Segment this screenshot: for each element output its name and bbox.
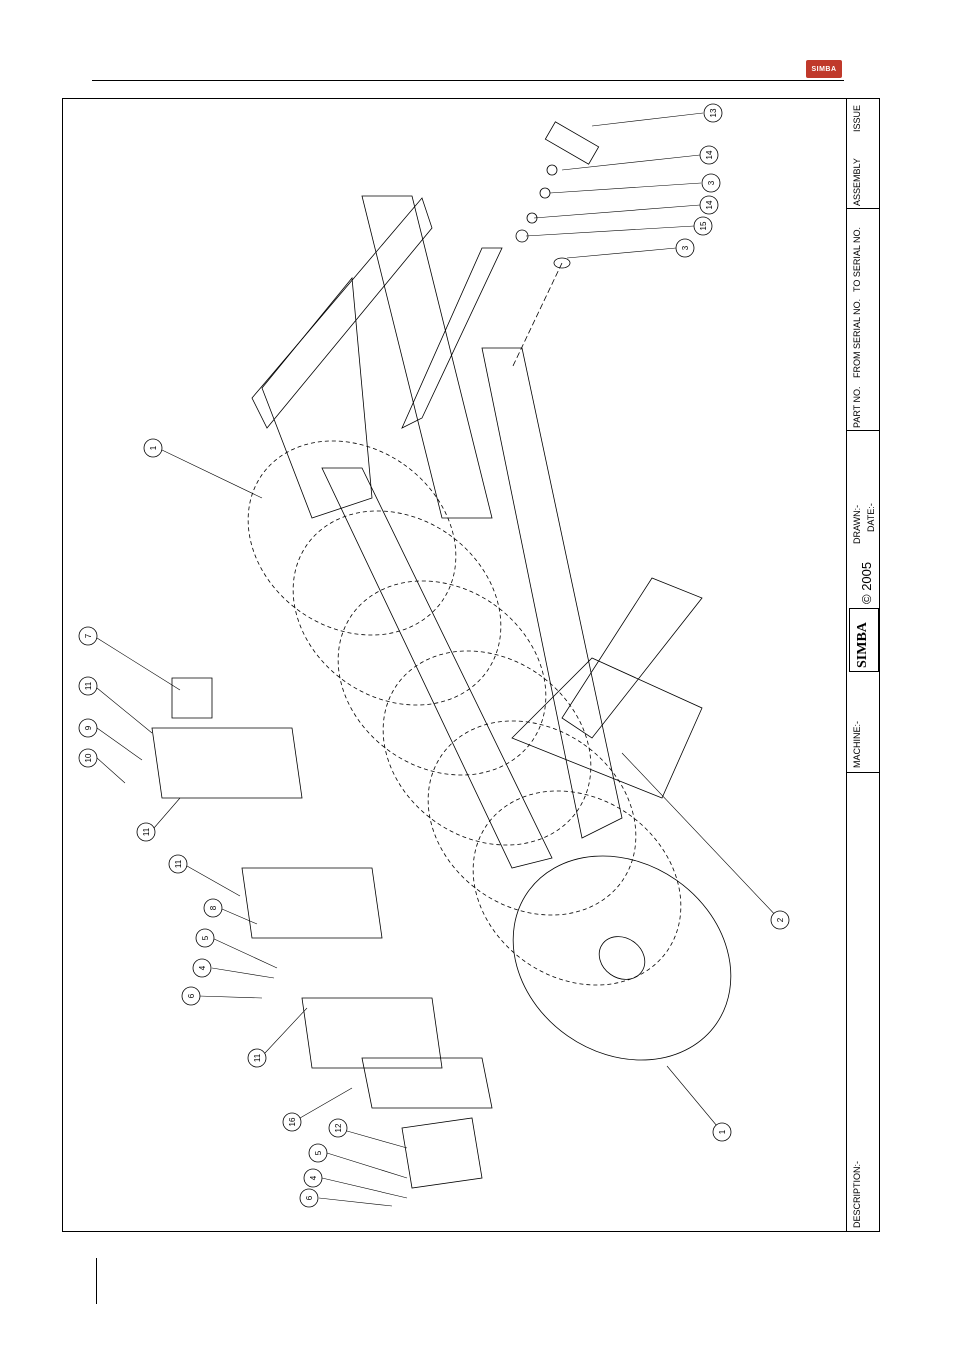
callout-label: 14 <box>705 200 714 209</box>
callout-label: 4 <box>309 1175 318 1180</box>
drawn-label: DRAWN:- <box>852 505 862 544</box>
callout-label: 6 <box>305 1195 314 1200</box>
part-7 <box>172 678 212 718</box>
date-label: DATE:- <box>866 503 876 532</box>
description-label: DESCRIPTION:- <box>852 1161 862 1228</box>
brand-name: SIMBA <box>855 622 871 668</box>
to-serial-label: TO SERIAL NO. <box>852 227 862 292</box>
callout-label: 1 <box>149 445 158 450</box>
frame-cross-top <box>252 198 432 428</box>
callout-label: 5 <box>314 1150 323 1155</box>
callout-label: 11 <box>84 681 93 690</box>
callout-label: 2 <box>776 917 785 922</box>
bracket <box>512 658 702 798</box>
machine-label: MACHINE:- <box>852 721 862 768</box>
issue-label: ISSUE <box>852 105 862 132</box>
callout-label: 3 <box>707 180 716 185</box>
frame-box <box>262 278 372 518</box>
from-serial-label: FROM SERIAL NO. <box>852 299 862 378</box>
arm-lower <box>562 578 702 738</box>
callout-label: 9 <box>84 725 93 730</box>
callout-label: 8 <box>209 905 218 910</box>
callout-label: 13 <box>709 108 718 117</box>
assembly-drawing: 13 14 3 14 15 3 1 7 11 9 10 11 11 8 5 4 … <box>62 98 846 1232</box>
header-rule <box>92 80 844 81</box>
callout-label: 7 <box>84 633 93 638</box>
part-11b <box>302 998 442 1068</box>
main-beam-upper <box>482 348 622 838</box>
callout-label: 5 <box>201 935 210 940</box>
frame-rail-top <box>362 196 492 518</box>
copyright: © 2005 <box>859 562 874 604</box>
arm-upper <box>402 248 502 428</box>
part-no-label: PART NO. <box>852 386 862 428</box>
main-beam-lower <box>322 468 552 868</box>
callout-label: 11 <box>142 827 151 836</box>
callout-label: 4 <box>198 965 207 970</box>
front-disc <box>473 814 770 1102</box>
callout-label: 14 <box>705 150 714 159</box>
disc-gang-hidden <box>210 401 718 1025</box>
logo-text: SIMBA <box>811 66 836 73</box>
page-margin-rule <box>96 1258 97 1304</box>
callout-label: 11 <box>174 859 183 868</box>
callout-label: 16 <box>288 1117 297 1126</box>
bolt-13 <box>545 122 598 164</box>
callout-label: 12 <box>334 1123 343 1132</box>
part-16 <box>362 1058 492 1108</box>
disc-hub <box>591 928 653 988</box>
part-8 <box>242 868 382 938</box>
callout-label: 11 <box>253 1053 262 1062</box>
callout-label: 1 <box>718 1129 727 1134</box>
callout-label: 15 <box>699 221 708 230</box>
callout-label: 10 <box>84 753 93 762</box>
simba-logo: SIMBA <box>806 60 842 78</box>
part-12 <box>402 1118 482 1188</box>
callout-label: 3 <box>681 245 690 250</box>
assembly-label: ASSEMBLY <box>852 158 862 206</box>
callout-label: 6 <box>187 993 196 998</box>
part-11a <box>152 728 302 798</box>
